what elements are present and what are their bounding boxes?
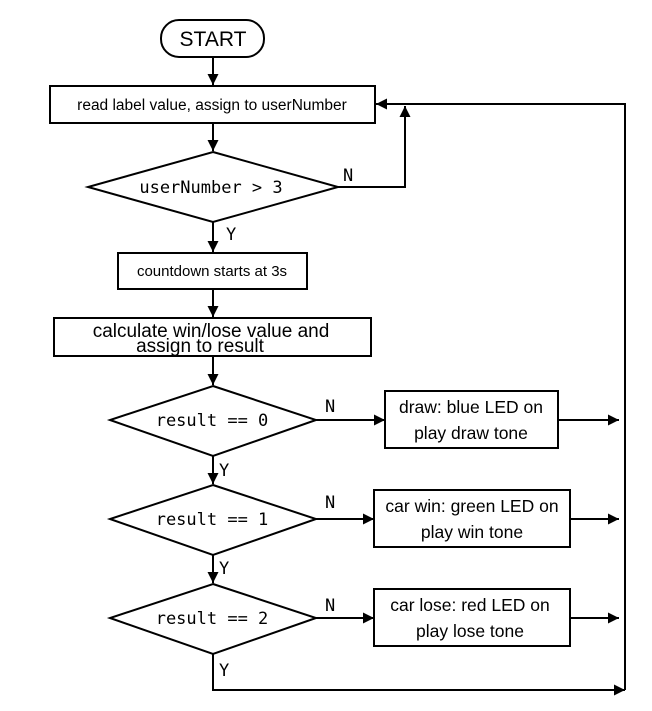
arrow-check-two-yes-bottom	[212, 654, 625, 696]
lose-label-line1: car lose: red LED on	[390, 595, 550, 615]
read-step-box	[49, 85, 376, 124]
check-number-label: userNumber > 3	[139, 178, 282, 198]
win-label-line2: play win tone	[421, 522, 523, 542]
win-label-line1: car win: green LED on	[385, 496, 558, 516]
check-number-no-label: N	[343, 166, 353, 186]
countdown-step: countdown starts at 3s	[117, 252, 308, 290]
check-two-decision: result == 2 N Y	[106, 582, 335, 681]
check-two-no-label: N	[325, 596, 335, 616]
check-one-decision: result == 1 N Y	[106, 483, 335, 579]
check-zero-label: result == 0	[156, 411, 269, 431]
start-terminal: START	[160, 19, 265, 58]
read-step: read label value, assign to userNumber	[49, 85, 376, 124]
check-one-label: result == 1	[156, 510, 269, 530]
start-label: START	[180, 28, 247, 51]
draw-outcome: draw: blue LED on play draw tone	[384, 390, 559, 449]
calculate-label-line2: assign to result	[136, 336, 265, 357]
countdown-label: countdown starts at 3s	[137, 263, 287, 280]
check-one-no-label: N	[325, 493, 335, 513]
check-zero-diamond	[106, 384, 320, 458]
calculate-step: calculate win/lose value and assign to r…	[53, 317, 372, 357]
connectors	[207, 57, 626, 696]
check-number-decision: userNumber > 3 N Y	[84, 150, 353, 245]
check-two-yes-label: Y	[219, 661, 229, 681]
check-two-diamond	[106, 582, 320, 656]
check-zero-no-label: N	[325, 397, 335, 417]
lose-box	[373, 588, 571, 647]
calculate-box	[53, 317, 372, 357]
win-outcome: car win: green LED on play win tone	[373, 489, 571, 548]
lose-outcome: car lose: red LED on play lose tone	[373, 588, 571, 647]
lose-label-line2: play lose tone	[416, 621, 524, 641]
check-one-diamond	[106, 483, 320, 557]
check-zero-yes-label: Y	[219, 461, 229, 481]
check-number-diamond	[84, 150, 342, 224]
check-zero-decision: result == 0 N Y	[106, 384, 335, 481]
check-two-label: result == 2	[156, 609, 269, 629]
draw-label-line2: play draw tone	[414, 423, 528, 443]
arrow-return-loop	[376, 98, 626, 690]
start-shape	[160, 19, 265, 58]
draw-label-line1: draw: blue LED on	[399, 397, 543, 417]
check-one-yes-label: Y	[219, 559, 229, 579]
countdown-box	[117, 252, 308, 290]
read-step-label: read label value, assign to userNumber	[77, 97, 347, 114]
check-number-yes-label: Y	[226, 225, 236, 245]
arrow-check-number-no-loop	[338, 106, 411, 188]
calculate-label-line1: calculate win/lose value and	[93, 321, 330, 342]
win-box	[373, 489, 571, 548]
draw-box	[384, 390, 559, 449]
